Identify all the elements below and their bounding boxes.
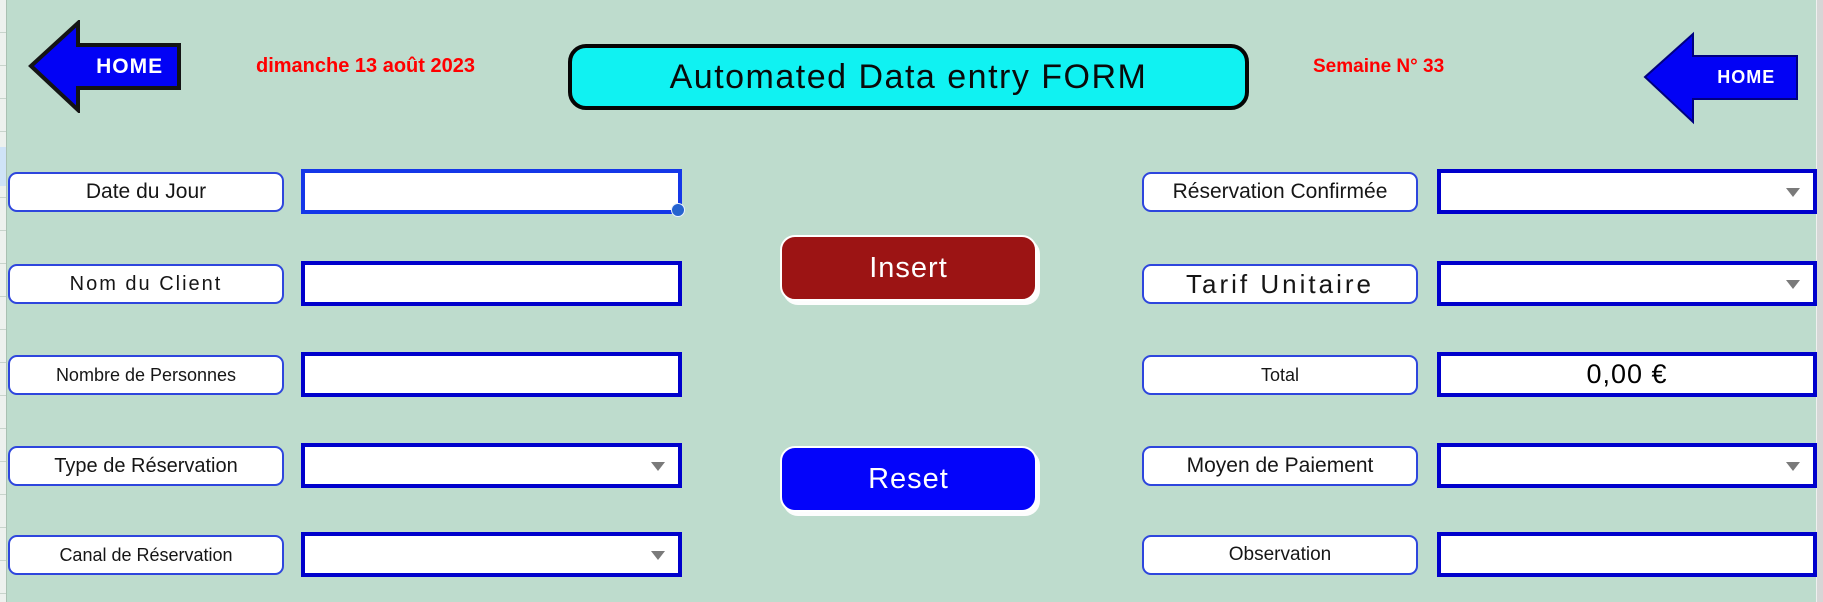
form-title: Automated Data entry FORM	[568, 44, 1249, 110]
field-label-type-de-reservation: Type de Réservation	[8, 446, 284, 486]
left-arrow-icon	[1643, 31, 1798, 125]
home-button-right[interactable]: HOME	[1642, 30, 1800, 125]
home-button-left[interactable]: HOME	[28, 20, 182, 113]
field-label-reservation-confirmee: Réservation Confirmée	[1142, 172, 1418, 212]
field-output-total: 0,00 €	[1437, 352, 1817, 397]
window-right-edge	[1816, 0, 1823, 602]
reset-button[interactable]: Reset	[780, 446, 1037, 512]
dropdown-arrow-icon[interactable]	[1786, 461, 1800, 471]
home-button-right-label: HOME	[1717, 67, 1776, 87]
sheet-left-grid-edge	[0, 0, 7, 602]
field-label-date-du-jour: Date du Jour	[8, 172, 284, 212]
field-dropdown-canal-de-reservation[interactable]	[301, 532, 682, 577]
field-input-nombre-de-personnes[interactable]	[301, 352, 682, 397]
current-date-label: dimanche 13 août 2023	[256, 55, 475, 77]
home-button-left-label: HOME	[96, 54, 164, 78]
field-dropdown-moyen-de-paiement[interactable]	[1437, 443, 1817, 488]
week-number-label: Semaine N° 33	[1313, 56, 1445, 77]
field-label-tarif-unitaire: Tarif Unitaire	[1142, 264, 1418, 304]
field-dropdown-reservation-confirmee[interactable]	[1437, 169, 1817, 214]
selection-handle[interactable]	[671, 203, 685, 217]
field-label-nom-du-client: Nom du Client	[8, 264, 284, 304]
field-input-nom-du-client[interactable]	[301, 261, 682, 306]
field-label-moyen-de-paiement: Moyen de Paiement	[1142, 446, 1418, 486]
field-label-observation: Observation	[1142, 535, 1418, 575]
dropdown-arrow-icon[interactable]	[1786, 187, 1800, 197]
field-dropdown-type-de-reservation[interactable]	[301, 443, 682, 488]
row-highlight	[0, 147, 6, 186]
left-arrow-icon	[28, 20, 181, 113]
dropdown-arrow-icon[interactable]	[1786, 279, 1800, 289]
insert-button[interactable]: Insert	[780, 235, 1037, 301]
field-label-total: Total	[1142, 355, 1418, 395]
dropdown-arrow-icon[interactable]	[651, 461, 665, 471]
field-label-canal-de-reservation: Canal de Réservation	[8, 535, 284, 575]
dropdown-arrow-icon[interactable]	[651, 550, 665, 560]
field-input-observation[interactable]	[1437, 532, 1817, 577]
field-label-nombre-de-personnes: Nombre de Personnes	[8, 355, 284, 395]
field-dropdown-tarif-unitaire[interactable]	[1437, 261, 1817, 306]
field-input-date-du-jour[interactable]	[301, 169, 685, 217]
total-value: 0,00 €	[1586, 359, 1668, 389]
